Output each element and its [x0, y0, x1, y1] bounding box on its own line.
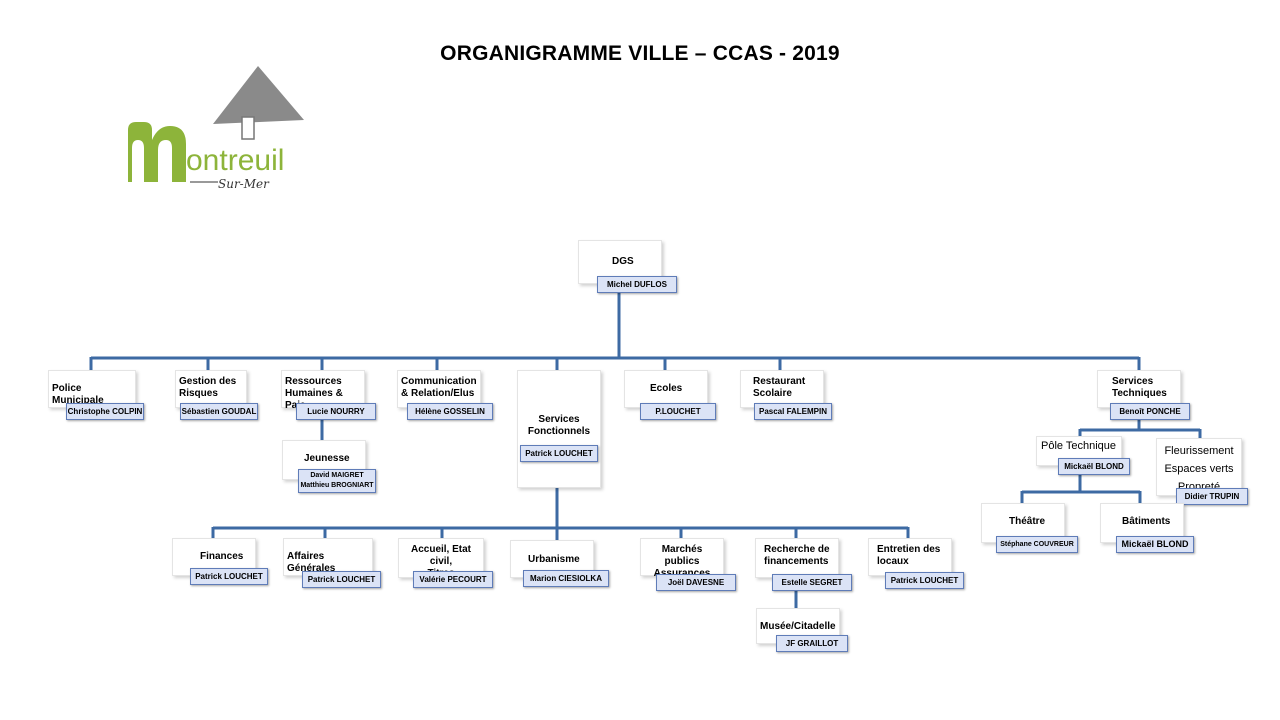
ecoles-name: P.LOUCHET — [640, 403, 716, 420]
svg-text:ontreuil: ontreuil — [186, 144, 284, 177]
fonctionnels-box: Services Fonctionnels — [517, 370, 601, 488]
jeunesse-names: David MAIGRET Matthieu BROGNIART — [298, 469, 376, 493]
recherche-box: Recherche de financements — [755, 538, 839, 578]
pole-technique-label: Pôle Technique — [1041, 440, 1117, 452]
techniques-name: Benoît PONCHE — [1110, 403, 1190, 420]
risques-label: Gestion des Risques — [179, 376, 237, 399]
finances-label: Finances — [200, 551, 244, 562]
marches-name: Joël DAVESNE — [656, 574, 736, 591]
dgs-name: Michel DUFLOS — [597, 276, 677, 293]
restaurant-box: Restaurant Scolaire — [740, 370, 824, 408]
rh-name: Lucie NOURRY — [296, 403, 376, 420]
pole-technique-name: Mickaël BLOND — [1058, 458, 1130, 475]
rh-label: Ressources Humaines & Paie — [285, 376, 343, 411]
theatre-label: Théâtre — [1009, 516, 1046, 527]
risques-box: Gestion des Risques — [175, 370, 247, 408]
restaurant-label: Restaurant Scolaire — [753, 376, 806, 399]
marches-label: Marchés publics Assurances — [654, 544, 711, 579]
fleurissement-name: Didier TRUPIN — [1176, 488, 1248, 505]
fonctionnels-label: Services Fonctionnels — [527, 414, 591, 437]
techniques-box: Services Techniques — [1097, 370, 1181, 408]
accueil-name: Valérie PECOURT — [413, 571, 493, 588]
dgs-label: DGS — [612, 256, 634, 267]
finances-name: Patrick LOUCHET — [190, 568, 268, 585]
police-name: Christophe COLPIN — [66, 403, 144, 420]
page-title: ORGANIGRAMME VILLE – CCAS - 2019 — [440, 42, 840, 65]
montreuil-logo: ontreuil Sur-Mer — [128, 66, 304, 191]
restaurant-name: Pascal FALEMPIN — [754, 403, 832, 420]
fleurissement-box: Fleurissement Espaces verts Propreté — [1156, 438, 1242, 496]
police-label: Police Municipale — [52, 383, 104, 406]
police-box: Police Municipale — [48, 370, 136, 408]
communication-box: Communication & Relation/Elus — [397, 370, 481, 408]
techniques-label: Services Techniques — [1112, 376, 1167, 399]
theatre-name: Stéphane COUVREUR — [996, 536, 1078, 553]
communication-name: Hélène GOSSELIN — [407, 403, 493, 420]
entretien-name: Patrick LOUCHET — [885, 572, 964, 589]
roof-shape — [213, 66, 304, 124]
recherche-name: Estelle SEGRET — [772, 574, 852, 591]
marches-box: Marchés publics Assurances — [640, 538, 724, 579]
batiments-name: Mickaël BLOND — [1116, 536, 1194, 553]
risques-name: Sébastien GOUDAL — [180, 403, 258, 420]
affaires-label: Affaires Générales — [287, 551, 336, 574]
jeunesse-name-2: Matthieu BROGNIART — [300, 482, 374, 489]
entretien-box: Entretien des locaux — [868, 538, 952, 576]
musee-name: JF GRAILLOT — [776, 635, 848, 652]
batiments-label: Bâtiments — [1122, 516, 1171, 527]
affaires-name: Patrick LOUCHET — [302, 571, 381, 588]
ecoles-label: Ecoles — [650, 383, 683, 394]
musee-label: Musée/Citadelle — [760, 621, 836, 632]
urbanisme-label: Urbanisme — [528, 554, 580, 565]
recherche-label: Recherche de financements — [764, 544, 830, 567]
jeunesse-label: Jeunesse — [304, 453, 350, 464]
entretien-label: Entretien des locaux — [877, 544, 941, 567]
urbanisme-name: Marion CIESIOLKA — [523, 570, 609, 587]
fonctionnels-name: Patrick LOUCHET — [520, 445, 598, 462]
ecoles-box: Ecoles — [624, 370, 708, 408]
communication-label: Communication & Relation/Elus — [401, 376, 477, 399]
svg-text:Sur-Mer: Sur-Mer — [218, 177, 270, 191]
jeunesse-name-1: David MAIGRET — [310, 472, 364, 479]
fleurissement-label: Fleurissement Espaces verts Propreté — [1164, 445, 1234, 493]
